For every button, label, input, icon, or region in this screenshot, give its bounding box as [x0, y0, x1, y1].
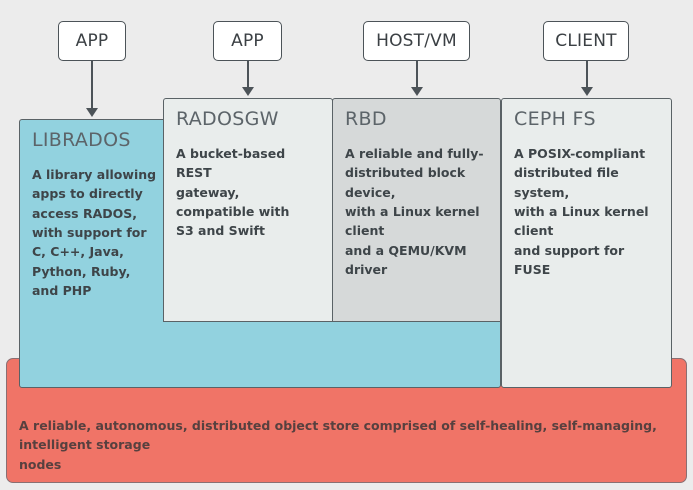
actor-app-radosgw[interactable]: APP: [213, 21, 282, 61]
layer-rados-description: A reliable, autonomous, distributed obje…: [19, 417, 657, 472]
layer-rbd-title: RBD: [345, 108, 387, 130]
actor-app-librados[interactable]: APP: [58, 21, 126, 61]
actor-host-vm[interactable]: HOST/VM: [363, 21, 470, 61]
arrow-head-app-to-radosgw: [242, 87, 254, 96]
layer-radosgw-title: RADOSGW: [176, 108, 279, 130]
layer-rbd-description: A reliable and fully- distributed block …: [345, 145, 484, 278]
layer-cephfs-title: CEPH FS: [514, 108, 596, 130]
arrow-line-app-to-librados: [91, 60, 93, 110]
layer-librados-description: A library allowing apps to directly acce…: [32, 166, 157, 299]
layer-rbd[interactable]: RBD A reliable and fully- distributed bl…: [332, 98, 501, 322]
layer-cephfs[interactable]: CEPH FS A POSIX-compliant distributed fi…: [501, 98, 672, 388]
arrow-line-app-to-radosgw: [247, 60, 249, 89]
arrow-line-hostvm-to-rbd: [416, 60, 418, 89]
arrow-line-client-to-cephfs: [586, 60, 588, 89]
layer-radosgw-description: A bucket-based REST gateway, compatible …: [176, 145, 290, 239]
arrow-head-app-to-librados: [86, 108, 98, 117]
arrow-head-hostvm-to-rbd: [411, 87, 423, 96]
actor-client[interactable]: CLIENT: [543, 21, 629, 61]
layer-cephfs-description: A POSIX-compliant distributed file syste…: [514, 145, 649, 278]
arrow-head-client-to-cephfs: [581, 87, 593, 96]
layer-librados-title: LIBRADOS: [32, 129, 131, 151]
layer-radosgw[interactable]: RADOSGW A bucket-based REST gateway, com…: [163, 98, 333, 322]
